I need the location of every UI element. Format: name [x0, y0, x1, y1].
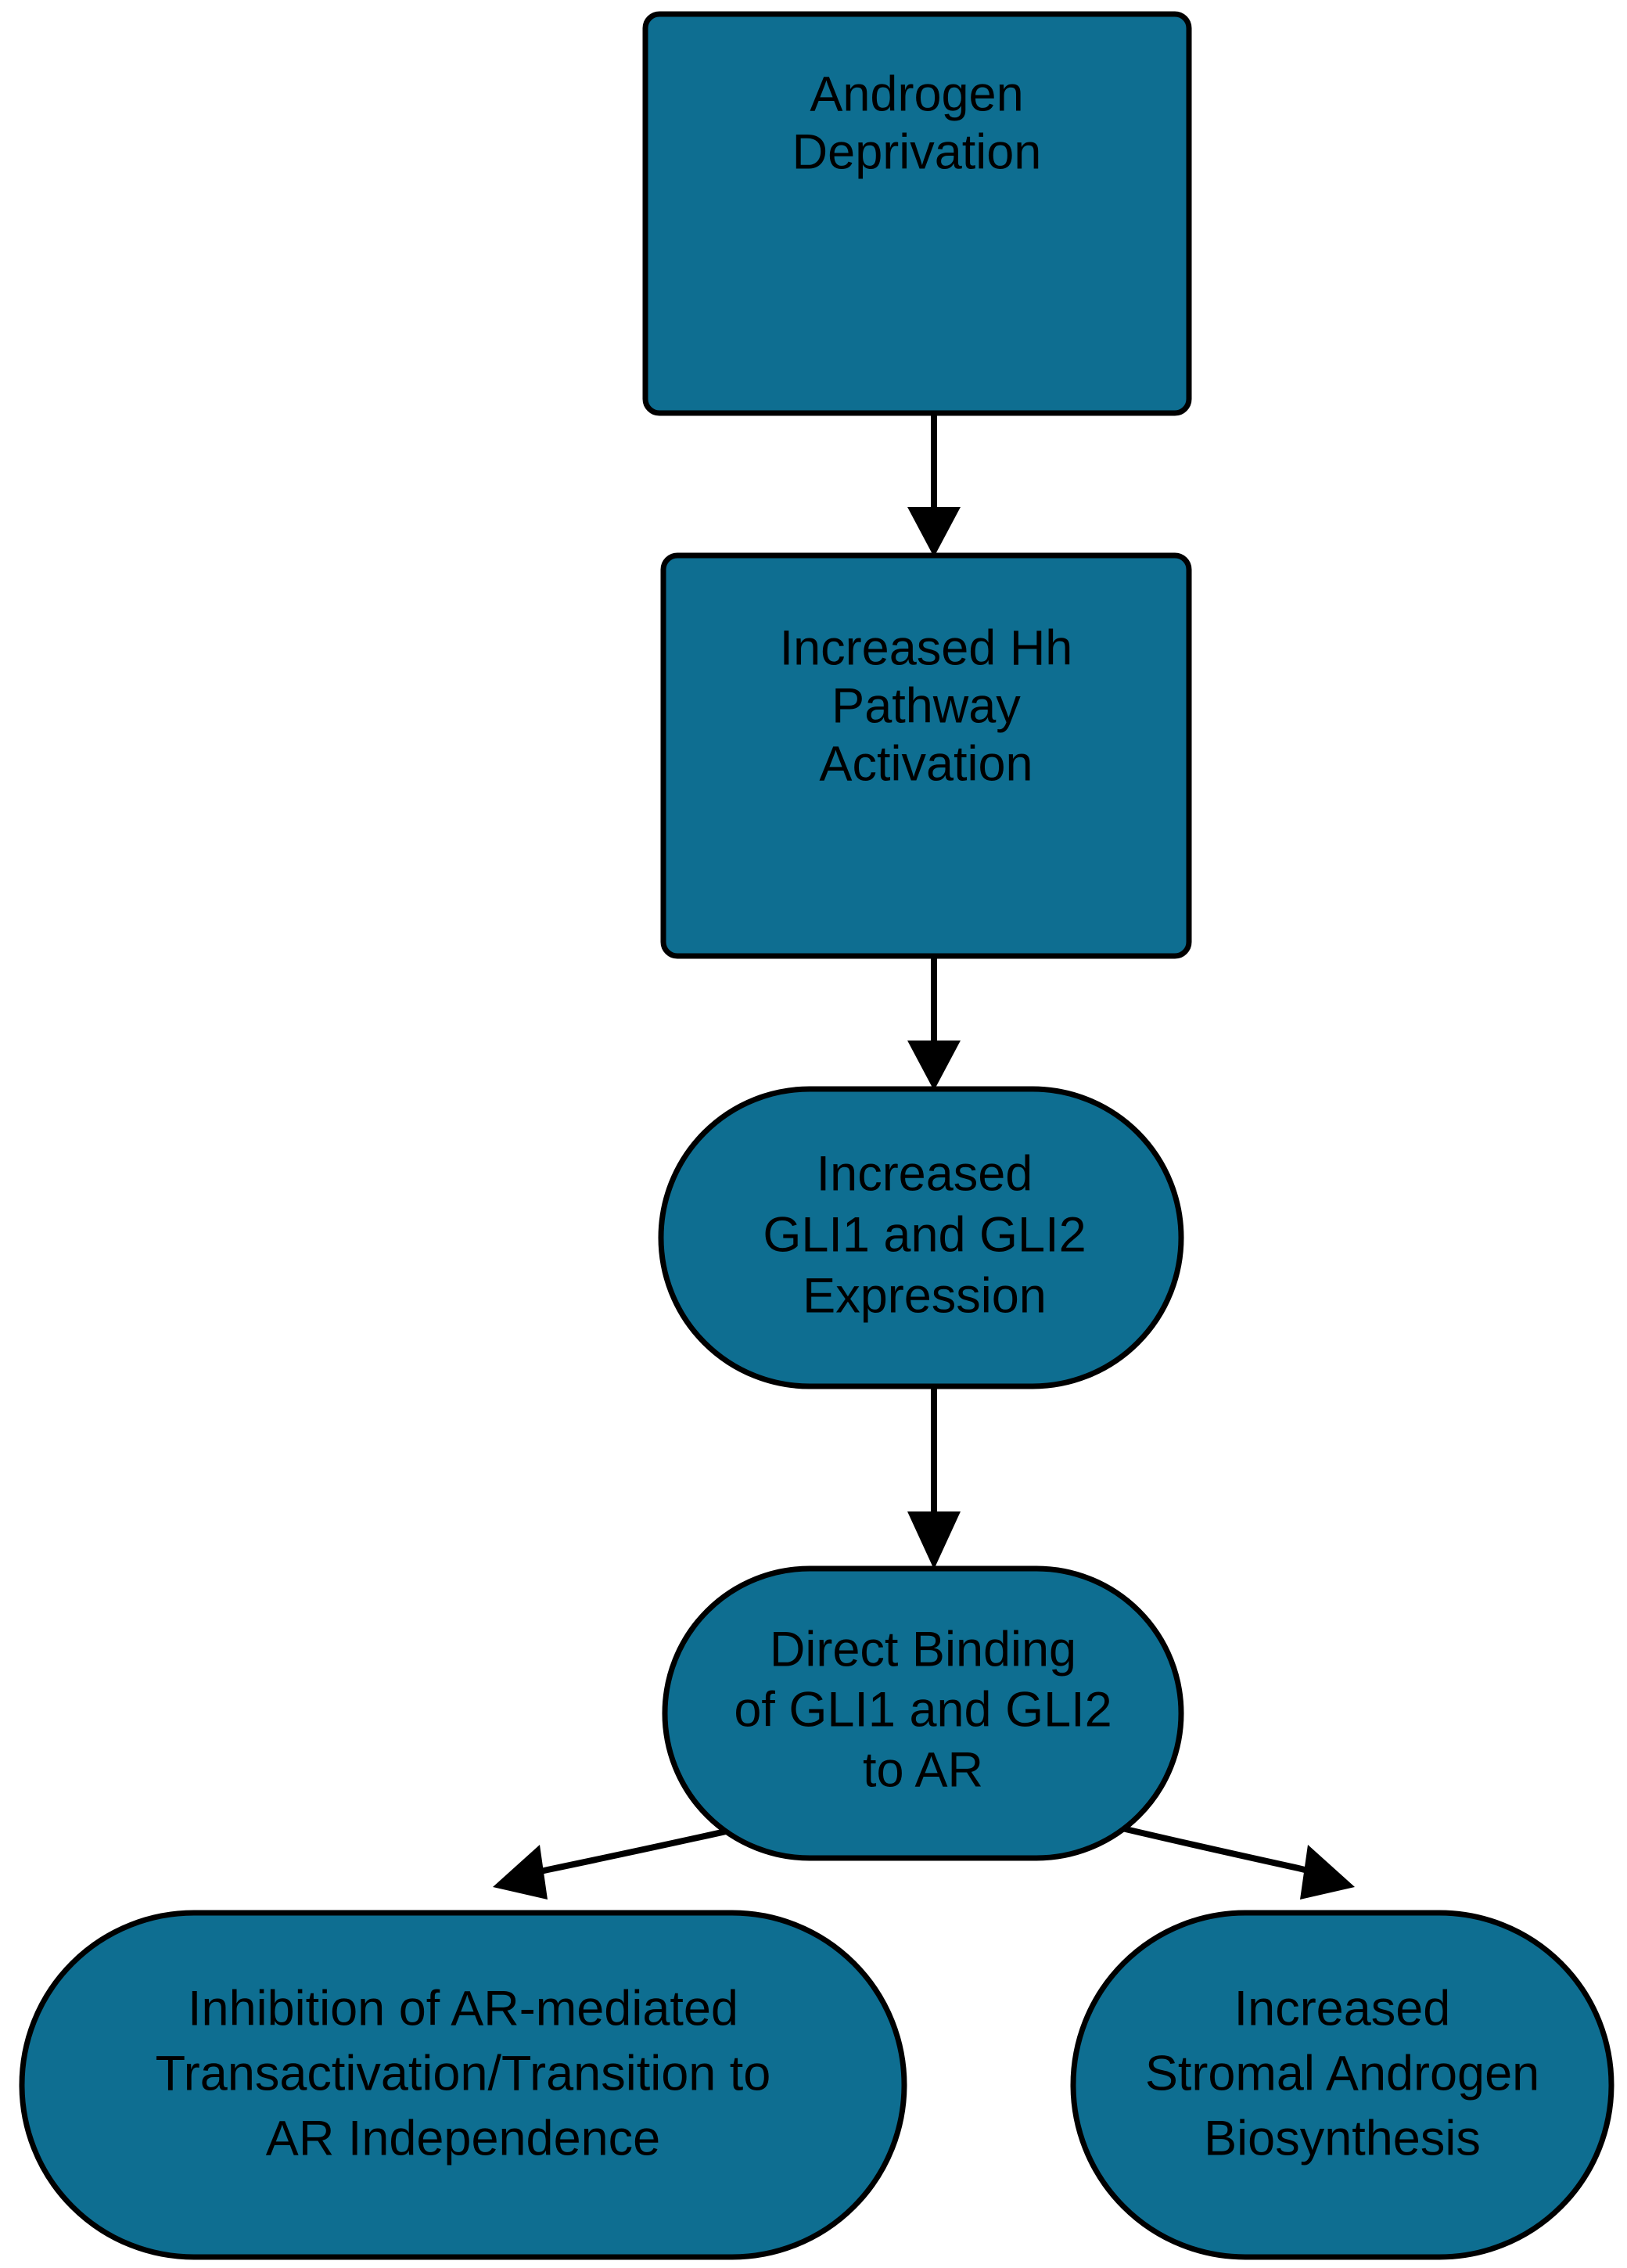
node-label: Increased: [1234, 1982, 1451, 2036]
node-shape-stadium: [658, 1086, 1184, 1389]
node-increased-hh-pathway-activation[interactable]: Increased Hh Pathway Activation: [660, 552, 1192, 959]
node-label: Inhibition of AR-mediated: [188, 1982, 738, 2036]
node-shape-rounded-rectangle: [660, 552, 1192, 959]
node-direct-binding-gli-to-ar[interactable]: Direct Binding of GLI1 and GLI2 to AR: [662, 1565, 1184, 1861]
node-label: Biosynthesis: [1204, 2112, 1481, 2166]
node-inhibition-ar-mediated-transactivation[interactable]: Inhibition of AR-mediated Transactivatio…: [19, 1910, 907, 2260]
node-androgen-deprivation[interactable]: Androgen Deprivation: [642, 11, 1192, 416]
node-label: Increased Hh: [780, 621, 1073, 676]
node-label: Deprivation: [792, 125, 1042, 180]
node-label: Pathway: [831, 679, 1021, 734]
node-label: Direct Binding: [770, 1623, 1076, 1677]
node-label: to AR: [863, 1743, 983, 1798]
arrowhead-icon: [907, 1511, 961, 1569]
node-label: Activation: [819, 737, 1033, 792]
edge-hh-to-gli-expression: [907, 956, 961, 1091]
node-increased-stromal-androgen-biosynthesis[interactable]: Increased Stromal Androgen Biosynthesis: [1070, 1910, 1614, 2260]
arrowhead-icon: [907, 1041, 961, 1091]
node-shape-stadium: [19, 1910, 907, 2260]
node-shape-rounded-rectangle: [642, 11, 1192, 416]
node-label: GLI1 and GLI2: [763, 1208, 1086, 1263]
node-label: Expression: [803, 1269, 1047, 1324]
node-label: Androgen: [810, 67, 1023, 122]
arrowhead-icon: [1300, 1845, 1355, 1900]
node-increased-gli1-gli2-expression[interactable]: Increased GLI1 and GLI2 Expression: [658, 1086, 1184, 1389]
node-label: AR Independence: [266, 2112, 660, 2166]
arrowhead-icon: [493, 1845, 548, 1900]
node-shape-stadium: [1070, 1910, 1614, 2260]
node-label: of GLI1 and GLI2: [734, 1683, 1112, 1738]
node-label: Stromal Androgen: [1145, 2047, 1539, 2101]
arrowhead-icon: [907, 507, 961, 557]
edge-androgen-to-hh: [907, 413, 961, 557]
node-label: Increased: [817, 1147, 1033, 1202]
node-shape-stadium: [662, 1565, 1184, 1861]
edge-gli-expression-to-binding: [907, 1386, 961, 1569]
node-label: Transactivation/Transition to: [156, 2047, 771, 2101]
